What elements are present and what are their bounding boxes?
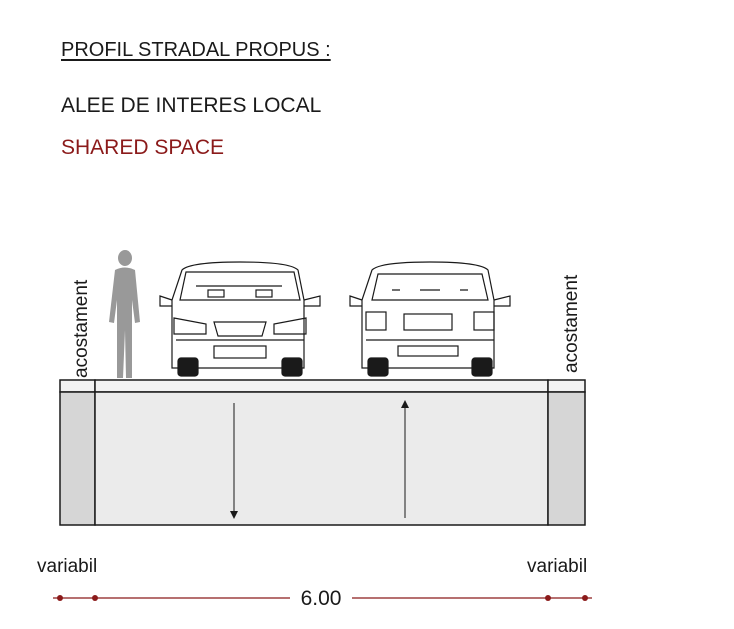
shared-space-label: SHARED SPACE (61, 136, 224, 159)
person-icon (109, 250, 140, 378)
direction-arrow-up (401, 400, 409, 518)
dimension-tick (545, 595, 551, 601)
dimension-tick (92, 595, 98, 601)
dimension-line (53, 595, 592, 601)
shoulder-label-left: acostament (71, 279, 92, 378)
shoulder-right (547, 391, 586, 526)
street-type-label: ALEE DE INTERES LOCAL (61, 94, 322, 117)
pavement-surface (94, 379, 549, 393)
dimension-tick (57, 595, 63, 601)
road-cross-section (59, 379, 586, 526)
car-rear-icon (349, 261, 511, 377)
curb-left (59, 379, 96, 393)
car-front-icon (159, 261, 321, 377)
curb-right (547, 379, 586, 393)
width-label-right: variabil (527, 556, 587, 577)
traffic-lane (94, 391, 549, 526)
shoulder-left (59, 391, 96, 526)
shoulder-label-right: acostament (561, 274, 582, 373)
drawing-title: PROFIL STRADAL PROPUS : (61, 39, 331, 61)
width-label-left: variabil (37, 556, 97, 577)
direction-arrow-down (230, 403, 238, 519)
total-width-label: 6.00 (301, 587, 342, 610)
dimension-tick (582, 595, 588, 601)
